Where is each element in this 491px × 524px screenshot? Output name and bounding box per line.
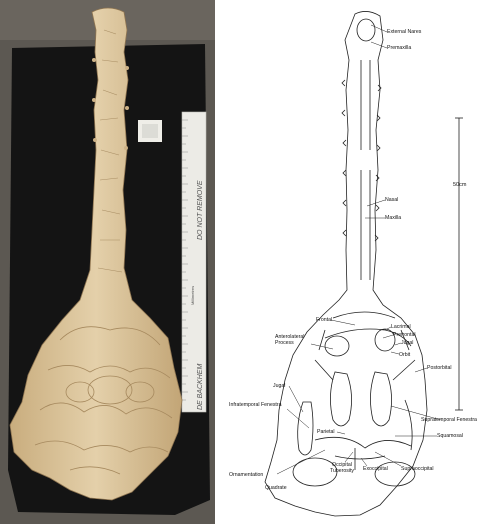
scale-bar-label: 50cm [453, 182, 466, 188]
ruler-top-text: DO NOT REMOVE [197, 180, 204, 240]
label-premaxilla: Premaxilla [387, 45, 411, 51]
skull-line-drawing [215, 0, 491, 524]
label-quadrate: Quadrate [265, 485, 287, 491]
scale-bar [455, 118, 463, 410]
label-external-nares: External Nares [387, 29, 421, 35]
photo-illustration [0, 0, 215, 524]
label-lacrimal: Lacrimal [391, 324, 411, 330]
label-supraoccipital: Supraoccipital [401, 466, 434, 472]
ruler-bottom-text: DE BACKHEM [197, 364, 204, 410]
label-anterolateral-process: Anterolateral Process [275, 334, 315, 346]
label-infratemporal-fenestra: Infratemporal Fenestra [229, 402, 287, 408]
label-prefrontal: Prefrontal [393, 332, 416, 338]
label-squamosal: Squamosal [437, 433, 463, 439]
label-postorbital: Postorbital [427, 365, 452, 371]
label-ornamentation: Ornamentation [229, 472, 263, 478]
label-parietal: Parietal [317, 429, 335, 435]
label-occipital-tuberosity: Occipital Tuberosity [325, 462, 359, 474]
label-supratemporal-fenestra: Supratemporal Fenestra [421, 417, 477, 423]
label-orbit: Orbit [399, 352, 410, 358]
label-nasal: Nasal [385, 197, 398, 203]
label-jugal-upper: Jugal [401, 340, 413, 346]
label-frontal: Frontal [316, 317, 332, 323]
label-exoccipital: Exoccipital [363, 466, 388, 472]
label-maxilla: Maxilla [385, 215, 401, 221]
label-jugal-left: Jugal [273, 383, 285, 389]
fossil-photograph: DO NOT REMOVE Millimetres DE BACKHEM [0, 0, 215, 524]
ruler-middle-text: Millimetres [190, 286, 195, 305]
annotated-drawing: 50cm External Nares Premaxilla Nasal Max… [215, 0, 491, 524]
